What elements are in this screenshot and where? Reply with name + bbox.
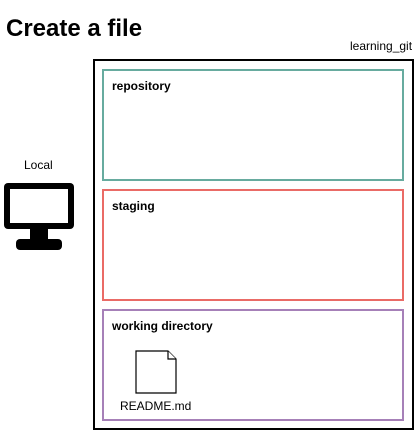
staging-area-label: staging xyxy=(112,199,155,213)
staging-area: staging xyxy=(102,189,404,301)
repository-name-label: learning_git xyxy=(350,39,413,53)
repository-area: repository xyxy=(102,69,404,181)
working-directory-area: working directory README.md xyxy=(102,309,404,421)
repository-area-label: repository xyxy=(112,79,171,93)
monitor-icon xyxy=(4,183,74,250)
working-directory-area-label: working directory xyxy=(112,319,213,333)
page-title: Create a file xyxy=(6,15,143,42)
repository-container xyxy=(93,59,414,430)
readme-file-label: README.md xyxy=(120,399,192,413)
file-icon xyxy=(135,350,177,394)
local-label: Local xyxy=(24,158,53,172)
